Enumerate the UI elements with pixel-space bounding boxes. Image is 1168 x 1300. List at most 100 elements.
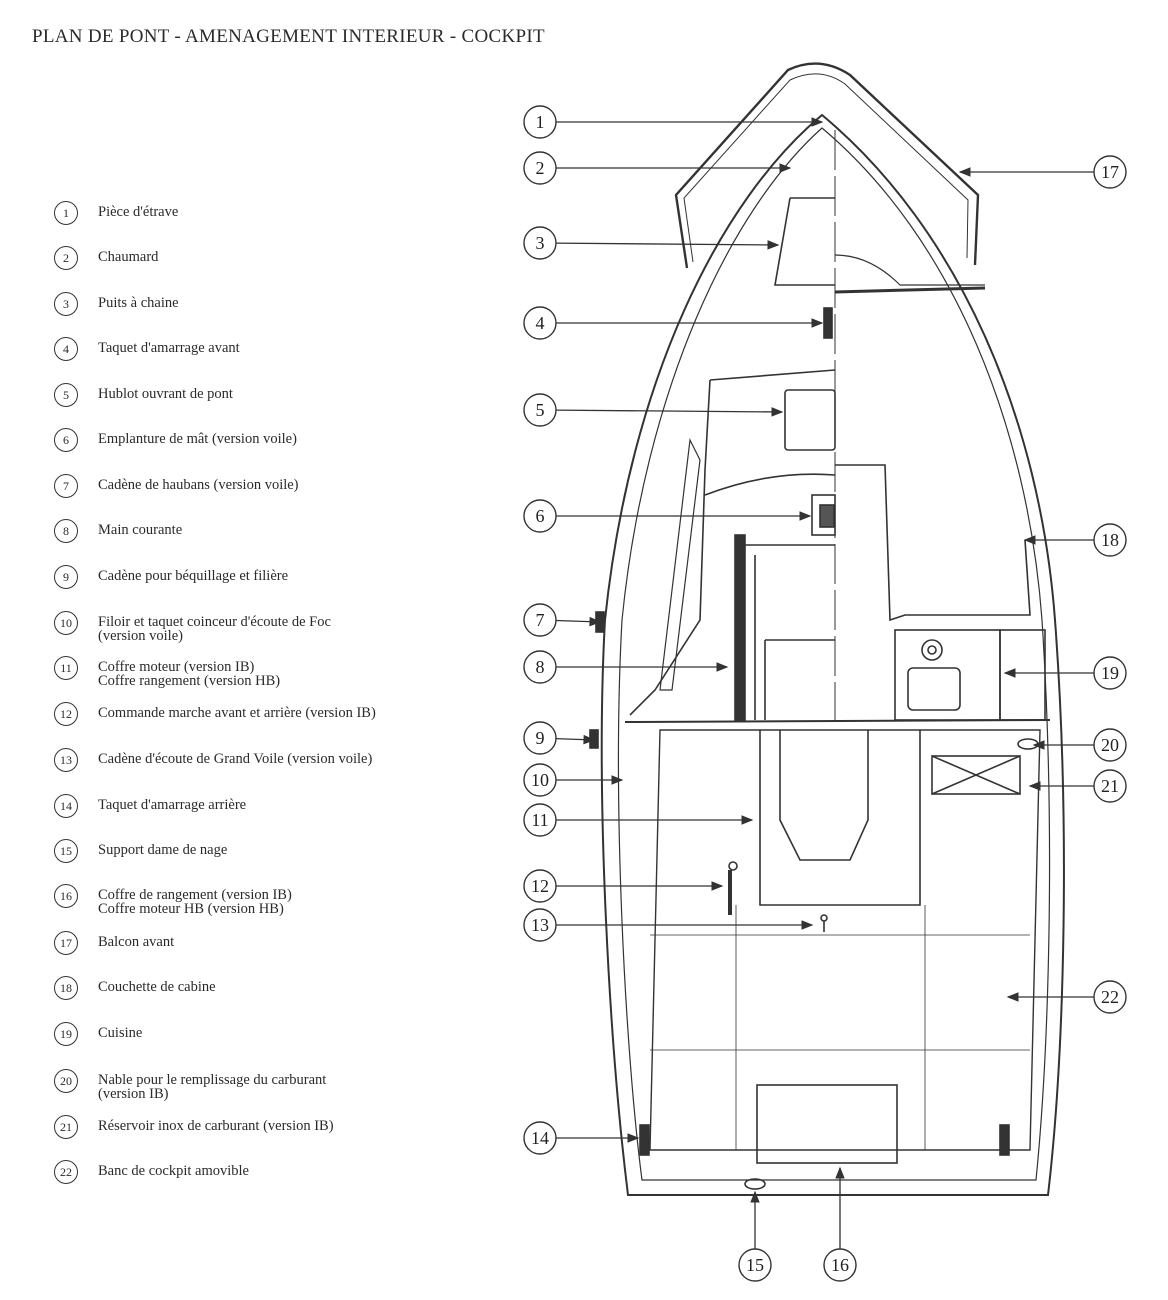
callout-19: 19 xyxy=(1003,656,1127,690)
callout-circle xyxy=(523,1121,557,1155)
arrow-head-icon xyxy=(958,167,971,177)
arrow-head-icon xyxy=(779,163,792,173)
arrow-head-icon xyxy=(811,117,824,127)
callout-circle xyxy=(738,1248,772,1282)
legend-label: Chaumard xyxy=(98,249,159,265)
callout-12: 12 xyxy=(523,869,724,903)
callout-number: 18 xyxy=(1101,530,1119,550)
engine-box xyxy=(759,730,921,906)
arrow-head-icon xyxy=(750,1190,760,1203)
callout-number: 22 xyxy=(1101,987,1119,1007)
legend-number: 1 xyxy=(54,201,78,225)
callout-number: 7 xyxy=(536,610,545,630)
legend-label: Filoir et taquet coinceur d'écoute de Fo… xyxy=(98,614,331,644)
legend-label: Main courante xyxy=(98,522,183,538)
arrow-head-icon xyxy=(741,815,754,825)
legend-label: Taquet d'amarrage avant xyxy=(98,340,240,356)
legend-label: Commande marche avant et arrière (versio… xyxy=(98,705,376,721)
callout-20: 20 xyxy=(1032,728,1127,762)
aft-cleat-left xyxy=(639,1124,650,1156)
callout-circle xyxy=(523,721,557,755)
legend-number: 5 xyxy=(54,383,78,407)
callout-number: 6 xyxy=(536,506,545,526)
arrow-head-icon xyxy=(711,881,724,891)
cabin-berth xyxy=(835,464,1031,622)
callout-4: 4 xyxy=(523,306,824,340)
legend-number: 8 xyxy=(54,519,78,543)
callout-10: 10 xyxy=(523,763,624,797)
arrow-head-icon xyxy=(1006,992,1019,1002)
legend-label: Pièce d'étrave xyxy=(98,204,179,220)
callout-2: 2 xyxy=(523,151,792,185)
aft-locker xyxy=(756,1084,898,1164)
callout-circle xyxy=(523,650,557,684)
callout-17: 17 xyxy=(958,155,1127,189)
leader-line xyxy=(555,409,783,413)
bow-pulpit xyxy=(674,62,980,269)
callout-14: 14 xyxy=(523,1121,640,1155)
callout-circle xyxy=(523,603,557,637)
fuel-tank xyxy=(931,755,1021,795)
callout-21: 21 xyxy=(1028,769,1127,803)
callout-number: 8 xyxy=(536,657,545,677)
callout-5: 5 xyxy=(523,393,784,427)
legend-number: 15 xyxy=(54,839,78,863)
legend-label: Réservoir inox de carburant (version IB) xyxy=(98,1118,334,1134)
callout-3: 3 xyxy=(523,226,780,260)
deck-hatch xyxy=(784,389,836,451)
callout-number: 20 xyxy=(1101,735,1119,755)
callout-circle xyxy=(1093,155,1127,189)
legend-number: 3 xyxy=(54,292,78,316)
callout-number: 12 xyxy=(531,876,549,896)
callout-number: 11 xyxy=(531,810,548,830)
callout-15: 15 xyxy=(738,1190,772,1282)
callout-number: 2 xyxy=(536,158,545,178)
callout-circle xyxy=(823,1248,857,1282)
callout-8: 8 xyxy=(523,650,729,684)
callout-circle xyxy=(523,803,557,837)
callout-circle xyxy=(1093,728,1127,762)
legend-number: 19 xyxy=(54,1022,78,1046)
callout-number: 21 xyxy=(1101,776,1119,796)
legend-label: Nable pour le remplissage du carburant (… xyxy=(98,1072,327,1102)
callout-circle xyxy=(523,763,557,797)
callout-22: 22 xyxy=(1006,980,1127,1014)
legend-label: Cadène de haubans (version voile) xyxy=(98,477,299,493)
callout-9: 9 xyxy=(523,721,596,755)
callout-circle xyxy=(523,226,557,260)
legend-number: 13 xyxy=(54,748,78,772)
mast-step xyxy=(811,494,836,536)
legend-number: 10 xyxy=(54,611,78,635)
oarlock-support xyxy=(744,1178,766,1190)
deck-line xyxy=(617,127,1051,1181)
leader-line xyxy=(555,242,779,246)
legend-item: 10 Filoir et taquet coinceur d'écoute de … xyxy=(54,611,331,644)
cockpit-sole xyxy=(649,729,1041,1151)
legend-label: Couchette de cabine xyxy=(98,979,216,995)
callout-number: 9 xyxy=(536,728,545,748)
callout-circle xyxy=(523,105,557,139)
legend-label: Coffre moteur (version IB) Coffre rangem… xyxy=(98,659,281,689)
legend-number: 9 xyxy=(54,565,78,589)
callout-circle xyxy=(523,908,557,942)
callout-number: 16 xyxy=(831,1255,849,1275)
callout-6: 6 xyxy=(523,499,812,533)
legend-number: 6 xyxy=(54,428,78,452)
arrow-head-icon xyxy=(1028,781,1041,791)
arrow-head-icon xyxy=(767,240,780,250)
callout-circle xyxy=(1093,523,1127,557)
callout-16: 16 xyxy=(823,1166,857,1282)
callout-number: 3 xyxy=(536,233,545,253)
callout-number: 13 xyxy=(531,915,549,935)
arrow-head-icon xyxy=(589,616,602,627)
